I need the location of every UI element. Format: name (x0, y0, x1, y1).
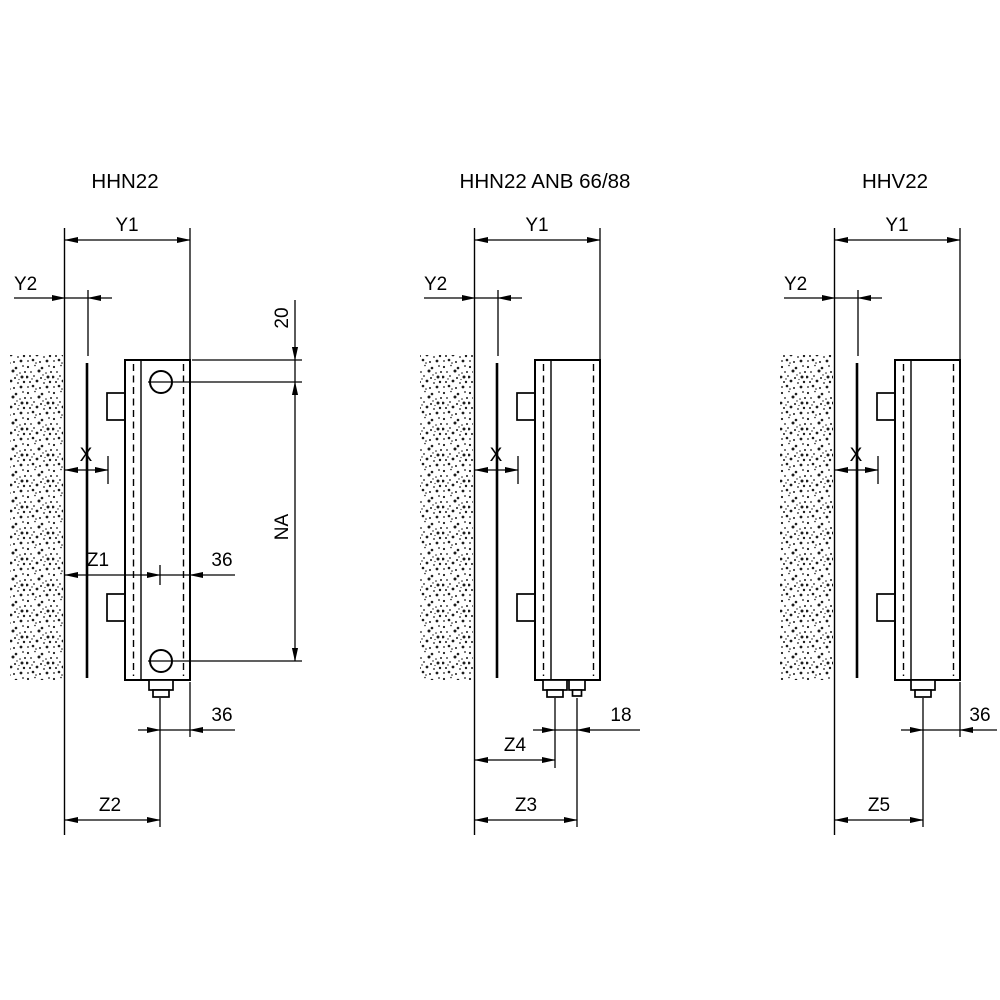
radiator-body (534, 359, 601, 681)
dim-label-x: X (490, 445, 503, 466)
diagram-hhn22: HHN22 (10, 170, 302, 835)
dim-label-36-bottom: 36 (211, 705, 232, 726)
diagram-hhv22: HHV22 Y1 (780, 170, 997, 835)
bracket-top (876, 392, 896, 421)
diagram-title: HHV22 (862, 170, 928, 193)
valve-connection (910, 679, 936, 691)
dim-18: 18 (533, 705, 640, 734)
dim-label-y1: Y1 (885, 215, 908, 236)
dim-z1-36: Z1 36 (64, 550, 235, 579)
dim-label-x: X (80, 445, 93, 466)
dim-z4: Z4 (474, 735, 556, 764)
dim-label-x: X (850, 445, 863, 466)
wall (780, 228, 836, 835)
radiator-section (495, 359, 601, 698)
dim-z2: Z2 (64, 795, 161, 824)
valve-connection-tip (546, 689, 564, 698)
dim-y1: Y1 (64, 215, 191, 244)
dim-y2: Y2 (14, 274, 112, 302)
dim-y1: Y1 (834, 215, 961, 244)
dim-label-y1: Y1 (115, 215, 138, 236)
dim-y2: Y2 (424, 274, 522, 302)
dim-y2: Y2 (784, 274, 882, 302)
dim-x: X (474, 445, 519, 474)
bracket-bottom (516, 593, 536, 622)
dim-36-bottom: 36 (901, 705, 997, 734)
dim-label-36-mid: 36 (211, 550, 232, 571)
dim-label-y2: Y2 (424, 274, 447, 295)
dim-y1: Y1 (474, 215, 601, 244)
valve-connection-tip (152, 689, 170, 698)
radiator-section (855, 359, 961, 698)
diagram-title: HHN22 ANB 66/88 (460, 170, 631, 193)
radiator-section (85, 359, 191, 698)
dim-x: X (64, 445, 109, 474)
dim-label-z4: Z4 (504, 735, 527, 756)
dim-z3: Z3 (474, 795, 578, 824)
return-connection (568, 679, 586, 691)
dim-label-z5: Z5 (868, 795, 890, 816)
dim-label-na: NA (272, 513, 293, 540)
dim-label-20: 20 (272, 307, 293, 328)
dim-label-z1: Z1 (87, 550, 109, 571)
dim-z5: Z5 (834, 795, 924, 824)
bracket-top (516, 392, 536, 421)
bracket-top (106, 392, 126, 421)
extension-lines (87, 228, 302, 827)
diagram-title: HHN22 (91, 170, 158, 193)
dim-label-18: 18 (610, 705, 631, 726)
wall (420, 228, 476, 835)
dim-label-36: 36 (969, 705, 990, 726)
dim-36-bottom: 36 (138, 705, 235, 734)
bracket-bottom (876, 593, 896, 622)
wall-texture (780, 355, 833, 680)
wall-texture (10, 355, 63, 680)
radiator-body (894, 359, 961, 681)
dim-20-na: 20 NA (272, 300, 299, 662)
bracket-bottom (106, 593, 126, 622)
valve-connection-tip (914, 689, 932, 698)
dim-label-y2: Y2 (784, 274, 807, 295)
valve-connection (148, 679, 174, 691)
dim-x: X (834, 445, 879, 474)
dim-label-z3: Z3 (515, 795, 537, 816)
return-connection-tip (571, 689, 583, 697)
wall-texture (420, 355, 473, 680)
valve-connection (542, 679, 568, 691)
wall (10, 228, 66, 835)
diagram-hhn22-anb: HHN22 ANB 66/88 Y1 (420, 170, 640, 835)
dim-label-y1: Y1 (525, 215, 548, 236)
dim-label-z2: Z2 (99, 795, 121, 816)
radiator-body (124, 359, 191, 681)
dim-label-y2: Y2 (14, 274, 37, 295)
